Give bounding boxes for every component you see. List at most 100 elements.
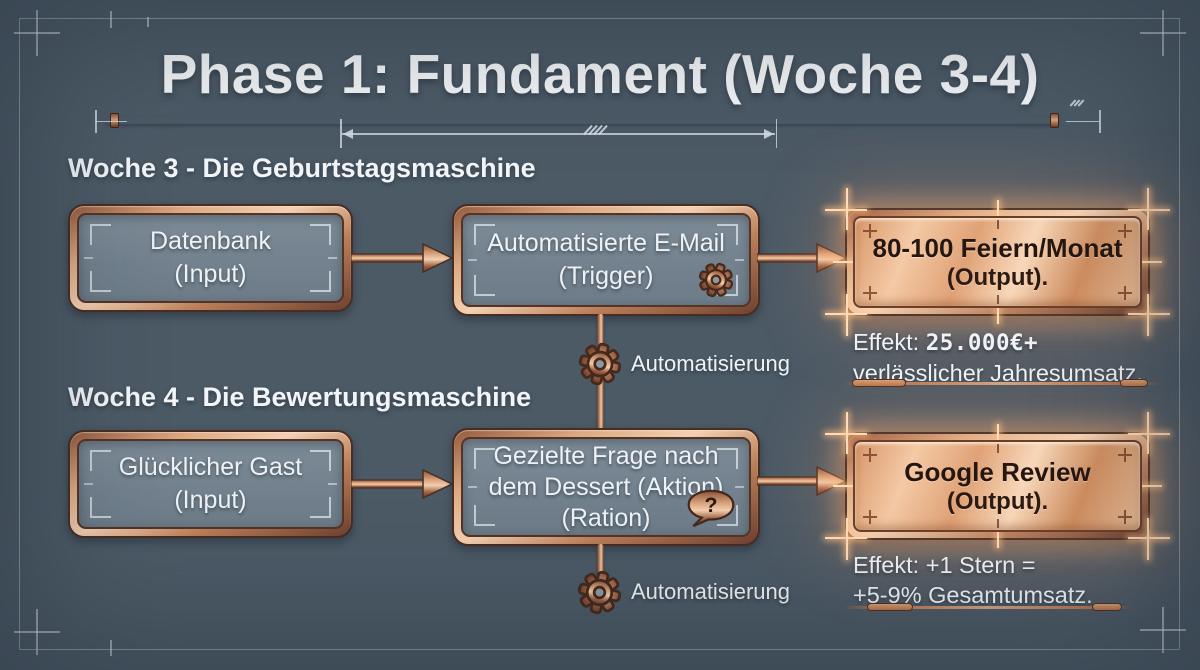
plaque-crosshair — [1147, 188, 1149, 230]
question-glyph: ? — [704, 493, 717, 517]
plaque-crosshair — [1134, 485, 1162, 487]
rule-bracket-tick — [1099, 110, 1101, 133]
plus-mark — [863, 448, 877, 462]
output-plaque-review-inner: Google Review (Output). — [853, 440, 1142, 532]
corner-bracket — [90, 497, 111, 518]
underline-pill — [1092, 603, 1122, 611]
crosshair-mark — [1140, 10, 1186, 56]
corner-bracket — [474, 448, 495, 469]
plaque-crosshair — [846, 294, 848, 336]
plaque-crosshair — [996, 424, 999, 444]
input-box-datenbank: Datenbank (Input) — [68, 204, 353, 312]
input-box-line2: (Input) — [174, 260, 247, 288]
question-bubble-icon: ? — [687, 489, 735, 528]
rule-bracket-line — [95, 120, 127, 122]
flow-arrow — [757, 466, 848, 496]
corner-bracket — [717, 505, 738, 526]
plaque-crosshair — [1128, 537, 1170, 539]
process-box-line2: (Trigger) — [558, 262, 654, 290]
rule-bracket-line — [1066, 120, 1100, 122]
plaque-crosshair — [846, 412, 848, 454]
dimension-tick-left — [340, 119, 342, 148]
corner-bracket — [310, 224, 331, 245]
plus-mark — [863, 224, 877, 238]
mid-tick — [468, 259, 477, 261]
input-box-gast: Glücklicher Gast (Input) — [68, 430, 353, 538]
plaque-crosshair — [1147, 518, 1149, 560]
process-box-line1: Automatisierte E-Mail — [487, 229, 725, 257]
corner-bracket — [310, 450, 331, 471]
plaque-crosshair — [1147, 294, 1149, 336]
effect-label: Effekt: — [853, 329, 920, 355]
section-heading-week3: Woche 3 - Die Geburtstagsmaschine — [68, 153, 536, 183]
mid-tick — [468, 486, 477, 488]
crosshair-mark — [1140, 607, 1186, 653]
output-plaque-review: Google Review (Output). — [825, 412, 1170, 560]
effect-underline — [845, 603, 1130, 611]
automation-label: Automatisierung — [631, 579, 790, 604]
rule-end-cap — [1050, 113, 1059, 128]
output-line2: (Output). — [946, 487, 1049, 515]
corner-bracket — [90, 450, 111, 471]
hatch-mark — [1069, 94, 1085, 112]
corner-bracket — [717, 448, 738, 469]
dimension-line — [340, 119, 777, 149]
input-box-line1: Datenbank — [150, 227, 271, 255]
process-box-line3: (Ration) — [561, 503, 651, 532]
hatch-mark — [583, 123, 608, 141]
effect-text-week4: Effekt: +1 Stern = +5-9% Gesamtumsatz. — [853, 550, 1173, 610]
frame-tick — [147, 17, 149, 27]
crosshair-mark — [14, 10, 60, 56]
output-plaque-feiern-inner: 80-100 Feiern/Monat (Output). — [853, 216, 1142, 308]
plaque-crosshair — [1128, 209, 1170, 211]
crosshair-mark — [14, 609, 60, 655]
plaque-crosshair — [846, 518, 848, 560]
mid-tick — [328, 483, 337, 485]
dimension-tick-right — [775, 119, 777, 148]
effect-value: +1 Stern = — [925, 552, 1036, 578]
plaque-dash — [996, 295, 999, 304]
plus-mark — [1118, 448, 1132, 462]
frame-tick — [110, 11, 112, 28]
plaque-crosshair — [996, 200, 999, 220]
process-box-line1: Gezielte Frage nach — [493, 441, 719, 470]
corner-bracket — [474, 505, 495, 526]
process-box-frage: Gezielte Frage nach dem Dessert (Aktion)… — [452, 428, 760, 546]
plus-mark — [1118, 286, 1132, 300]
effect-line1: Effekt: +1 Stern = — [853, 550, 1173, 580]
plaque-dash — [996, 519, 999, 528]
corner-bracket — [474, 224, 495, 245]
effect-text-week3: Effekt: 25.000€+ verlässlicher Jahresums… — [853, 327, 1173, 388]
plaque-dash — [996, 220, 999, 229]
effect-underline — [845, 379, 1160, 387]
gear-icon — [578, 342, 622, 386]
corner-bracket — [717, 275, 738, 296]
gear-icon — [577, 570, 622, 615]
dimension-arrowhead-left — [343, 129, 353, 139]
plaque-crosshair — [1134, 261, 1162, 263]
plaque-crosshair — [1128, 433, 1170, 435]
plaque-crosshair — [833, 485, 861, 487]
plaque-crosshair — [1128, 313, 1170, 315]
process-box-email-inner: Automatisierte E-Mail (Trigger) — [461, 213, 751, 307]
mid-tick — [735, 259, 744, 261]
plaque-crosshair — [833, 261, 861, 263]
plus-mark — [863, 286, 877, 300]
effect-label: Effekt: — [853, 552, 920, 578]
output-line1: Google Review — [904, 456, 1091, 487]
plaque-dash — [996, 444, 999, 453]
plaque-crosshair — [996, 528, 999, 548]
frame-tick — [110, 640, 112, 656]
output-line1: 80-100 Feiern/Monat — [872, 232, 1123, 263]
underline-pill — [1120, 379, 1148, 387]
plus-mark — [1118, 224, 1132, 238]
corner-bracket — [474, 275, 495, 296]
corner-bracket — [90, 271, 111, 292]
effect-value: 25.000€+ — [925, 330, 1039, 356]
mid-tick — [84, 257, 93, 259]
input-box-line2: (Input) — [174, 486, 247, 514]
mid-tick — [735, 486, 744, 488]
corner-bracket — [90, 224, 111, 245]
blueprint-frame — [19, 18, 1180, 650]
